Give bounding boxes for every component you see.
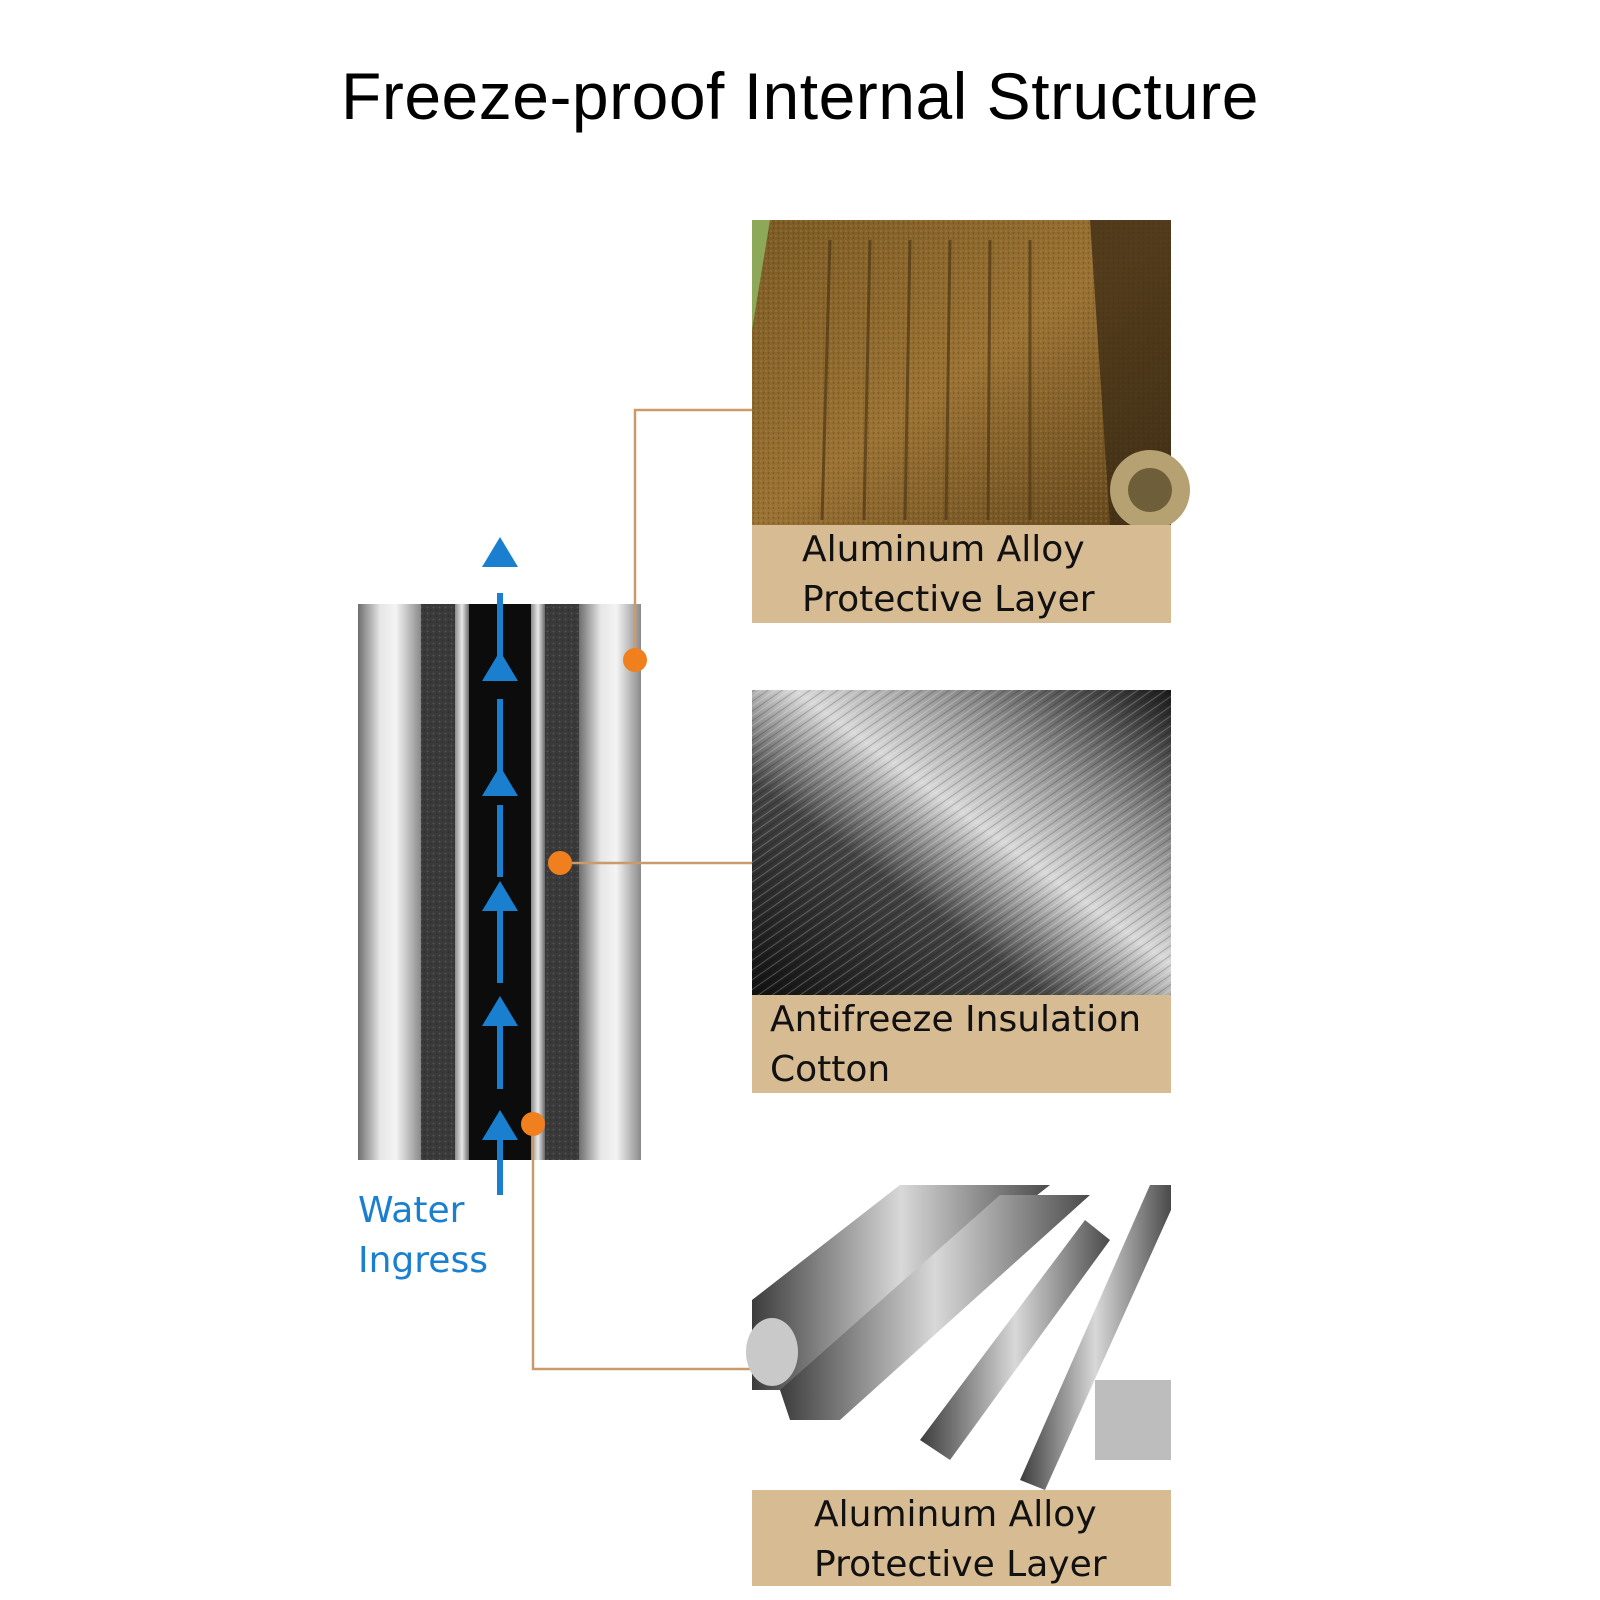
leader-line-inner — [531, 1124, 752, 1371]
caption-inner-alloy: Aluminum Alloy Protective Layer — [752, 1490, 1171, 1586]
caption-line: Aluminum Alloy — [802, 529, 1085, 570]
aluminum-bars-photo — [746, 1185, 1171, 1490]
flow-arrow-icon — [482, 537, 518, 567]
flow-arrow-icon — [482, 996, 518, 1026]
leader-line-outer — [633, 408, 752, 660]
inner-alloy-layer-left — [455, 604, 469, 1160]
marker-dot-insulation — [548, 851, 572, 875]
marker-dot-outer — [623, 648, 647, 672]
marker-dot-inner — [521, 1112, 545, 1136]
caption-line: Cotton — [770, 1049, 891, 1090]
water-flow-arrows — [482, 537, 518, 1195]
insulation-layer-right — [545, 604, 579, 1160]
caption-line: Protective Layer — [802, 579, 1095, 620]
flow-arrow-icon — [482, 766, 518, 796]
textured-bronze-alloy-photo — [752, 220, 1190, 530]
water-ingress-label: Water Ingress — [358, 1186, 488, 1286]
insulation-layer-left — [421, 604, 455, 1160]
caption-line: Antifreeze Insulation — [770, 999, 1142, 1040]
caption-line: Aluminum Alloy — [814, 1494, 1097, 1535]
layer-markers — [521, 648, 647, 1136]
leader-lines — [531, 408, 752, 1371]
flow-arrow-icon — [482, 651, 518, 681]
inner-alloy-layer-right — [531, 604, 545, 1160]
outer-alloy-layer-left — [358, 604, 421, 1160]
caption-outer-alloy: Aluminum Alloy Protective Layer — [752, 525, 1171, 623]
water-label-line1: Water — [358, 1190, 465, 1231]
insulation-cotton-photo — [752, 690, 1171, 995]
diagram-title: Freeze-proof Internal Structure — [341, 59, 1259, 133]
flow-arrow-icon — [482, 1110, 518, 1140]
flow-arrow-icon — [482, 881, 518, 911]
caption-line: Protective Layer — [814, 1544, 1107, 1585]
water-label-line2: Ingress — [358, 1240, 488, 1281]
outer-alloy-layer-right — [579, 604, 641, 1160]
caption-insulation: Antifreeze Insulation Cotton — [752, 995, 1171, 1093]
